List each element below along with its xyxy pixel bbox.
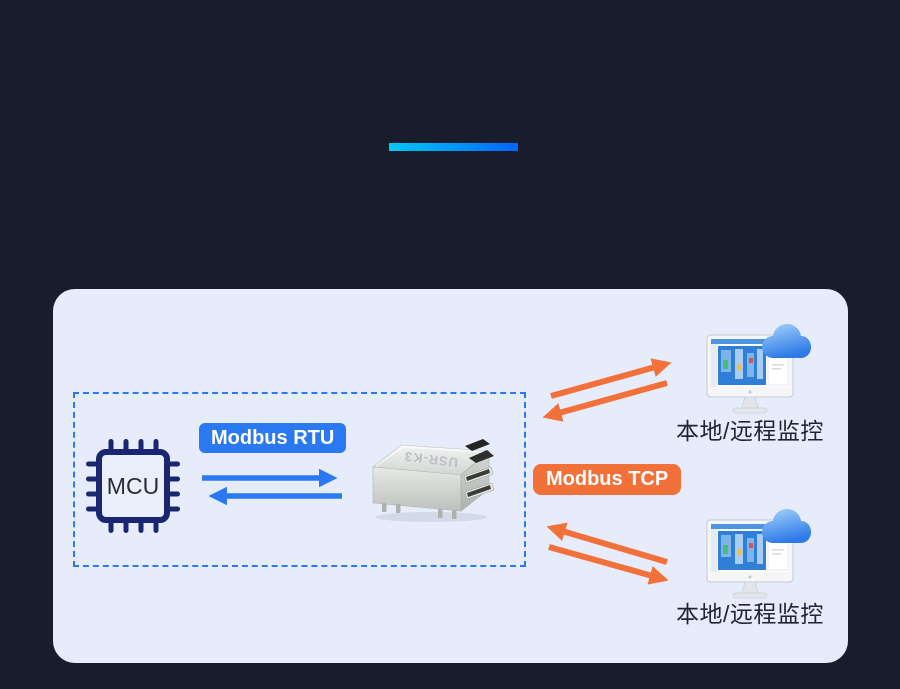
module-connector-claws [463,439,495,500]
modbus-rtu-arrows [202,468,342,506]
modbus-tcp-badge: Modbus TCP [533,464,682,495]
mcu-label: MCU [107,473,159,499]
modbus-tcp-arrows-top [542,358,672,422]
arrow-down-right-icon [548,544,669,585]
cloud-icon [762,509,811,543]
ethernet-module-image: USR-K3 [372,439,495,522]
module-shadow [375,512,487,522]
monitor-icon [706,324,811,414]
module-pins [382,503,457,519]
modbus-tcp-arrows-bottom [546,522,669,585]
cloud-icon [762,324,811,358]
monitor-caption-bottom: 本地/远程监控 [676,601,824,627]
module-label: USR-K3 [403,449,459,471]
arrow-down-left-icon [542,380,668,422]
arrow-up-left-icon [546,522,668,565]
monitor-caption-top: 本地/远程监控 [676,418,824,444]
arrow-up-right-icon [550,358,672,399]
modbus-rtu-badge: Modbus RTU [199,423,347,453]
monitor-icon [706,509,811,599]
mcu-chip-icon: MCU [86,439,180,533]
serial-zone-dashed-box [73,392,526,567]
accent-divider-bar [389,143,518,151]
diagram-panel: MCU Modbus RTU [53,289,848,663]
